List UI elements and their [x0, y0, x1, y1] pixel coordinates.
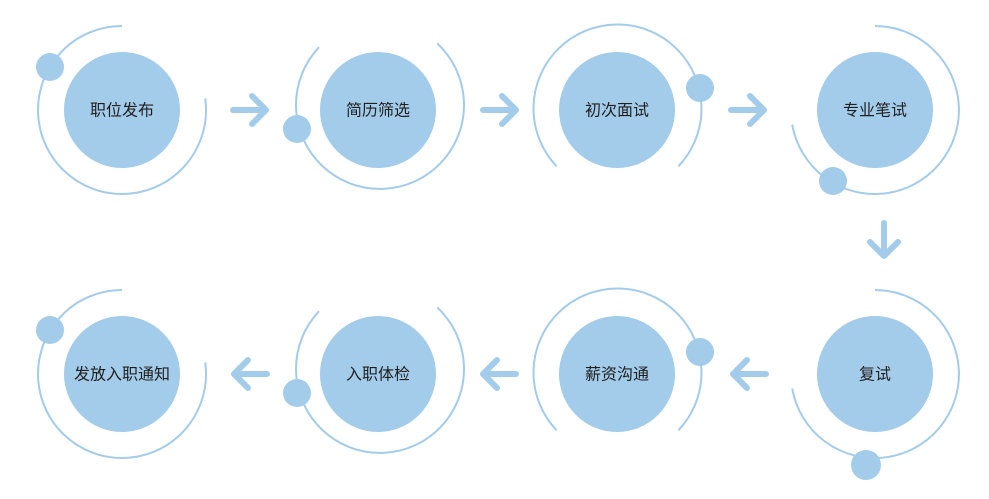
step-orbit-ring — [791, 289, 960, 459]
down-arrow-icon — [867, 220, 901, 259]
step-circle — [817, 52, 933, 168]
step-circle — [559, 316, 675, 432]
step-circle — [64, 52, 180, 168]
step-orbit-ring — [37, 289, 207, 459]
step-label: 简历筛选 — [346, 101, 410, 120]
step-orbit-ring — [532, 23, 703, 167]
step-node-written-test: 专业笔试 — [791, 25, 960, 195]
orbit-dot — [283, 115, 311, 143]
orbit-dot — [819, 167, 847, 195]
step-label: 薪资沟通 — [585, 365, 649, 384]
left-arrow-icon — [730, 357, 769, 391]
left-arrow-icon — [480, 357, 519, 391]
step-orbit-ring — [532, 287, 703, 431]
step-node-resume-screening: 简历筛选 — [283, 42, 466, 190]
step-node-offer-letter: 发放入职通知 — [36, 289, 207, 459]
orbit-dot — [36, 53, 64, 81]
step-circle — [64, 316, 180, 432]
step-circle — [559, 52, 675, 168]
step-node-first-interview: 初次面试 — [532, 23, 714, 168]
step-node-salary-negotiation: 薪资沟通 — [532, 287, 714, 432]
step-circle — [320, 316, 436, 432]
step-label: 专业笔试 — [843, 101, 907, 120]
step-node-second-interview: 复试 — [791, 289, 960, 480]
step-circle — [320, 52, 436, 168]
orbit-dot — [283, 379, 311, 407]
step-label: 入职体检 — [346, 365, 410, 384]
right-arrow-icon — [230, 93, 269, 127]
orbit-dot — [851, 450, 881, 480]
step-orbit-ring — [295, 306, 466, 454]
step-node-job-posting: 职位发布 — [36, 25, 207, 195]
step-orbit-ring — [37, 25, 207, 195]
step-label: 初次面试 — [585, 101, 649, 120]
step-label: 职位发布 — [90, 101, 154, 120]
step-orbit-ring — [295, 42, 466, 190]
step-node-medical-checkup: 入职体检 — [283, 306, 466, 454]
orbit-dot — [686, 74, 714, 102]
right-arrow-icon — [728, 93, 767, 127]
step-label: 复试 — [859, 365, 891, 384]
orbit-dot — [36, 316, 64, 344]
left-arrow-icon — [231, 357, 270, 391]
step-circle — [817, 316, 933, 432]
step-label: 发放入职通知 — [74, 365, 170, 384]
orbit-dot — [686, 338, 714, 366]
right-arrow-icon — [480, 93, 519, 127]
